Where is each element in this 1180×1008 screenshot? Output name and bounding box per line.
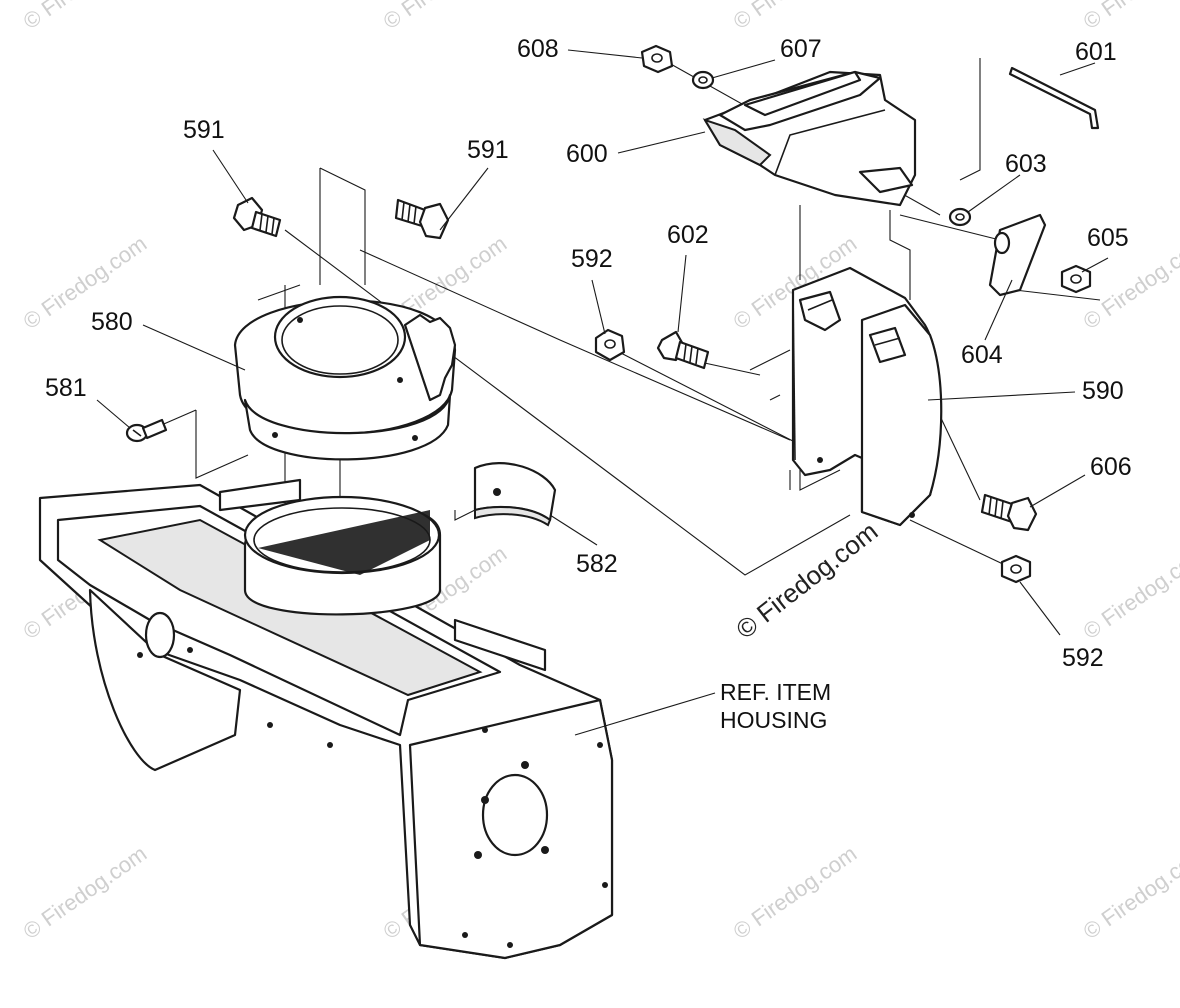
part-607-washer (691, 70, 715, 90)
label-590: 590 (1082, 377, 1124, 405)
label-582: 582 (576, 550, 618, 578)
part-580-chute-ring (233, 295, 457, 461)
part-592-nut-upper (594, 328, 626, 362)
callout-leaders (96, 49, 1109, 736)
part-608-nut (640, 44, 674, 74)
watermark: © Firedog.com (1079, 0, 1180, 34)
label-602: 602 (667, 221, 709, 249)
part-605-nut (1060, 264, 1092, 294)
part-582-half-ring (473, 462, 557, 527)
label-592-upper: 592 (571, 245, 613, 273)
part-591-bolt-left (232, 196, 282, 238)
label-601: 601 (1075, 38, 1117, 66)
label-591-right: 591 (467, 136, 509, 164)
part-603-washer (948, 207, 972, 227)
ref-line-2: HOUSING (720, 707, 827, 733)
part-592-nut-lower (1000, 554, 1032, 584)
label-580: 580 (91, 308, 133, 336)
label-606: 606 (1090, 453, 1132, 481)
part-581-screw (125, 418, 168, 443)
watermark: © Firedog.com (729, 0, 862, 34)
label-600: 600 (566, 140, 608, 168)
part-600-deflector-cap (702, 70, 917, 207)
part-labels: 608 607 601 591 591 600 603 592 602 605 … (45, 35, 1132, 672)
part-606-bolt (980, 493, 1038, 532)
reference-callout: REF. ITEM HOUSING (720, 679, 831, 733)
label-592-lower: 592 (1062, 644, 1104, 672)
label-591-left: 591 (183, 116, 225, 144)
label-607: 607 (780, 35, 822, 63)
watermark: © Firedog.com (379, 0, 512, 34)
part-604-knob (988, 213, 1047, 297)
part-601-rod (1008, 66, 1100, 130)
part-591-bolt-right (394, 198, 450, 240)
watermark: © Firedog.com (1079, 841, 1180, 944)
label-603: 603 (1005, 150, 1047, 178)
part-590-deflector (791, 266, 943, 527)
chute-housing (38, 478, 614, 960)
label-581: 581 (45, 374, 87, 402)
watermark: © Firedog.com (729, 841, 862, 944)
ref-line-1: REF. ITEM (720, 679, 831, 705)
label-608: 608 (517, 35, 559, 63)
label-604: 604 (961, 341, 1003, 369)
watermark: © Firedog.com (19, 841, 152, 944)
watermark-main: © Firedog.com (730, 516, 883, 645)
watermark: © Firedog.com (1079, 541, 1180, 644)
label-605: 605 (1087, 224, 1129, 252)
part-602-bolt (656, 330, 710, 370)
watermark: © Firedog.com (19, 0, 152, 34)
